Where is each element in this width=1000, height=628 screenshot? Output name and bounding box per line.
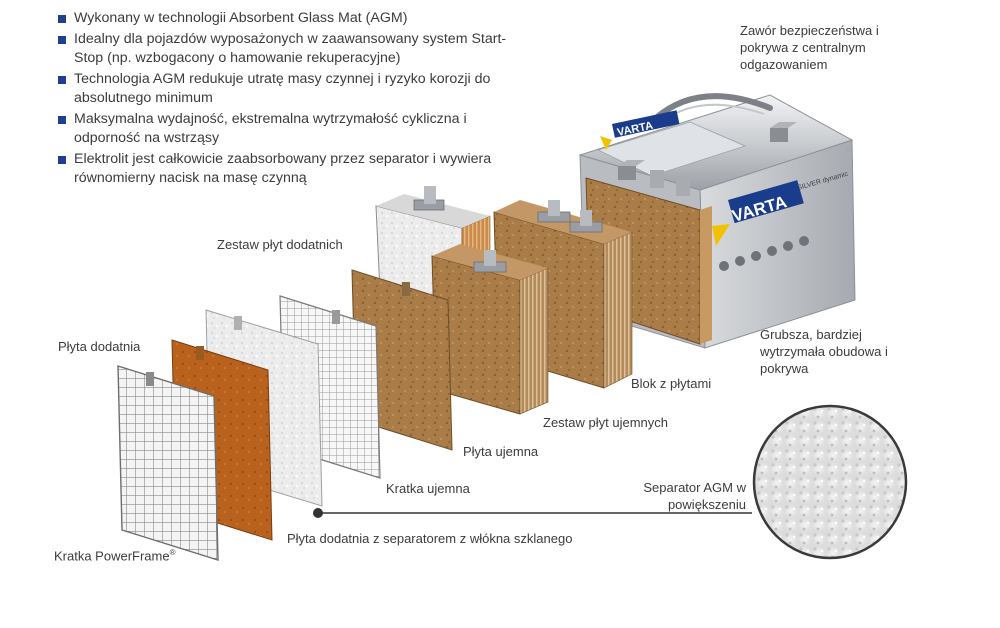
label-positive-with-separator: Płyta dodatnia z separatorem z włókna sz… xyxy=(287,531,573,546)
label-valve: Zawór bezpieczeństwa i pokrywa z central… xyxy=(740,23,879,72)
label-positive-set: Zestaw płyt dodatnich xyxy=(217,237,343,252)
feature-item-start-stop: Idealny dla pojazdów wyposażonych w zaaw… xyxy=(58,30,528,69)
label-separator-zoom: Separator AGM w powiększeniu xyxy=(643,480,746,512)
label-negative-set: Zestaw płyt ujemnych xyxy=(543,415,668,430)
label-powerframe: Kratka PowerFrame® xyxy=(54,544,176,564)
label-plate-block: Blok z płytami xyxy=(631,376,712,391)
separator-zoom-circle xyxy=(752,404,908,560)
feature-item-corrosion: Technologia AGM redukuje utratę masy czy… xyxy=(58,70,528,109)
terminal-negative xyxy=(618,160,645,180)
label-powerframe-text: Kratka PowerFrame xyxy=(54,548,170,564)
separator-callout-line xyxy=(313,508,752,518)
label-negative-plate: Płyta ujemna xyxy=(463,444,539,459)
powerframe-grid xyxy=(117,365,219,561)
label-negative-grid: Kratka ujemna xyxy=(386,481,470,496)
feature-list: Wykonany w technologii Absorbent Glass M… xyxy=(58,9,528,190)
lug-connector-icon xyxy=(473,250,507,273)
lug-connector-icon xyxy=(413,186,445,211)
warning-icons-row xyxy=(719,236,809,271)
feature-item-agm: Wykonany w technologii Absorbent Glass M… xyxy=(58,9,528,29)
feature-item-electrolyte: Elektrolit jest całkowicie zaabsorbowany… xyxy=(58,150,528,189)
label-housing: Grubsza, bardziej wytrzymała obudowa i p… xyxy=(760,327,888,376)
battery-body: VARTA VARTA SILVER dynamic xyxy=(578,93,856,349)
feature-item-performance: Maksymalna wydajność, ekstremalna wytrzy… xyxy=(58,110,528,149)
registered-mark: ® xyxy=(169,548,176,557)
lug-connector-icon xyxy=(537,200,603,233)
terminal-positive xyxy=(770,122,797,142)
label-positive-plate: Płyta dodatnia xyxy=(58,339,141,354)
negative-plate-stack-front xyxy=(431,244,549,415)
